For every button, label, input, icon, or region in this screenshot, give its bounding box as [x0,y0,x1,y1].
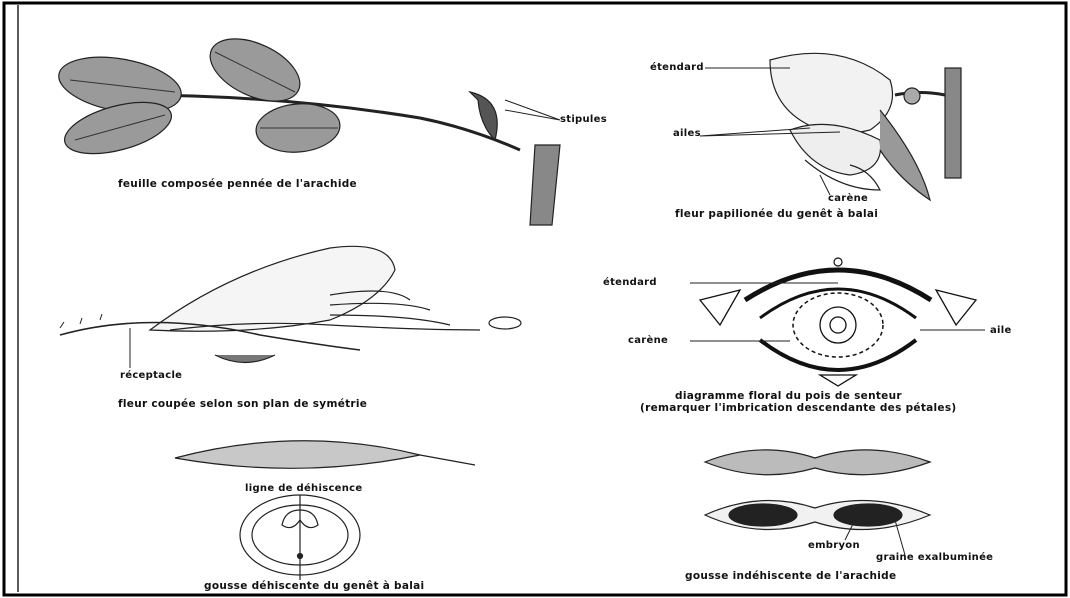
dehiscent-pod-drawing [175,441,475,580]
floral-diagram-drawing [700,258,976,386]
label-receptacle: réceptacle [120,370,182,381]
caption-floral-diagram-1: diagramme floral du pois de senteur [675,390,902,402]
label-ligne-dehiscence: ligne de déhiscence [245,483,363,494]
indehiscent-pod-drawing [705,450,930,530]
label-aile: aile [990,325,1012,336]
caption-indehiscent-pod: gousse indéhiscente de l'arachide [685,570,896,582]
label-etendard-flower: étendard [650,62,704,73]
caption-papilionaceous-flower: fleur papilionée du genêt à balai [675,208,878,220]
label-graine-exalbuminee: graine exalbuminée [876,552,993,563]
caption-floral-diagram-2: (remarquer l'imbrication descendante des… [640,402,957,414]
label-etendard-diagram: étendard [603,277,657,288]
label-ailes: ailes [673,128,701,139]
caption-flower-section: fleur coupée selon son plan de symétrie [118,398,367,410]
compound-leaf-drawing [54,26,560,225]
caption-dehiscent-pod: gousse déhiscente du genêt à balai [204,580,424,592]
papilionaceous-flower-drawing [770,53,961,200]
flower-section-drawing [60,246,521,362]
label-carene-flower: carène [828,193,868,204]
flower-stem [945,68,961,178]
caption-compound-leaf: feuille composée pennée de l'arachide [118,178,357,190]
label-stipules: stipules [560,114,607,125]
stem [530,145,560,225]
stipules-pointer [505,100,560,120]
label-embryon: embryon [808,540,860,551]
label-carene-diagram: carène [628,335,668,346]
